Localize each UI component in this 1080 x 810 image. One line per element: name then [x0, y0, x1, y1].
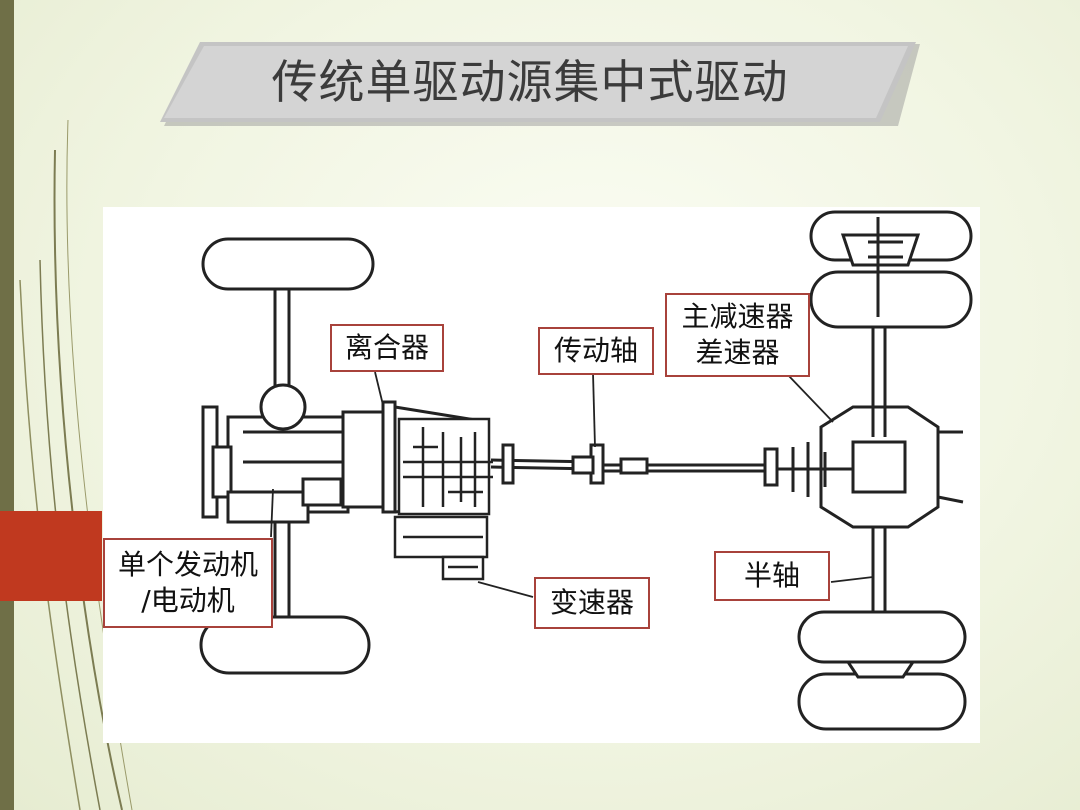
- label-final-drive-differential: 主减速器 差速器: [665, 293, 810, 377]
- label-drive-shaft-text: 传动轴: [553, 334, 638, 367]
- rear-top-wheels: [809, 210, 973, 329]
- label-drive-shaft: 传动轴: [538, 327, 654, 375]
- label-engine-motor: 单个发动机 /电动机: [103, 538, 273, 628]
- leader-lines: [270, 371, 874, 598]
- engine-block: [201, 383, 350, 524]
- front-left-wheel: [201, 237, 375, 291]
- label-clutch-text: 离合器: [344, 331, 429, 364]
- front-right-wheel: [199, 615, 371, 675]
- label-half-shaft-text: 半轴: [743, 559, 800, 592]
- label-gearbox: 变速器: [534, 577, 650, 629]
- label-clutch: 离合器: [330, 324, 444, 372]
- drive-shaft: [490, 443, 779, 487]
- label-motor-text: /电动机: [141, 584, 235, 617]
- gearbox-body: [393, 417, 493, 581]
- rear-bottom-wheels: [797, 610, 967, 731]
- left-red-accent: [0, 511, 102, 601]
- label-final-drive-text: 主减速器: [681, 300, 794, 333]
- label-half-shaft: 半轴: [714, 551, 830, 601]
- title-banner: [160, 42, 920, 126]
- label-engine-text: 单个发动机: [117, 548, 258, 581]
- left-accent-bar: [0, 0, 14, 810]
- page-title: 传统单驱动源集中式驱动: [271, 55, 789, 109]
- drivetrain-diagram: [199, 210, 973, 731]
- label-differential-text: 差速器: [695, 336, 780, 369]
- label-gearbox-text: 变速器: [549, 586, 634, 619]
- differential-housing: [777, 405, 964, 529]
